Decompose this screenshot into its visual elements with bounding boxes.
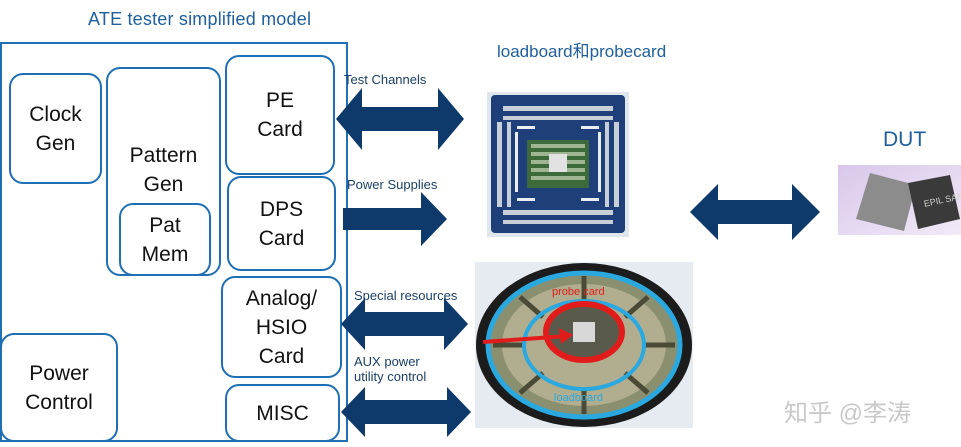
analog-hsio-card-block: Analog/ HSIO Card bbox=[221, 276, 342, 378]
pat-mem-block: Pat Mem bbox=[119, 203, 211, 276]
ate-title: ATE tester simplified model bbox=[88, 9, 312, 29]
dut-title: DUT bbox=[883, 128, 927, 151]
probe-card-photo-label: probe card bbox=[552, 286, 605, 298]
pe-double-arrow bbox=[336, 88, 464, 150]
misc-block: MISC bbox=[225, 384, 340, 442]
dut-chips-photo: EPIL SAMPLE bbox=[838, 165, 961, 235]
probe-card-photo: probe card loadboard bbox=[475, 262, 693, 428]
misc-double-arrow bbox=[341, 387, 471, 437]
loadboard-photo-label: loadboard bbox=[554, 392, 603, 404]
power-control-block: Power Control bbox=[0, 333, 118, 442]
dps-right-arrow bbox=[343, 192, 447, 246]
power-supplies-label: Power Supplies bbox=[347, 177, 438, 192]
zhihu-watermark: 知乎 @李涛 bbox=[784, 400, 912, 427]
dut-double-arrow bbox=[690, 184, 820, 240]
pe-card-block: PE Card bbox=[225, 55, 335, 175]
dps-card-block: DPS Card bbox=[227, 176, 336, 271]
ate-tester-frame bbox=[0, 42, 348, 442]
test-channels-label: Test Channels bbox=[344, 72, 427, 87]
loadboard-probecard-title: loadboard和probecard bbox=[497, 42, 667, 61]
clock-gen-block: Clock Gen bbox=[9, 73, 102, 184]
loadboard-photo bbox=[487, 92, 629, 237]
analog-double-arrow bbox=[341, 298, 468, 350]
aux-power-label: AUX power utility control bbox=[354, 354, 427, 384]
